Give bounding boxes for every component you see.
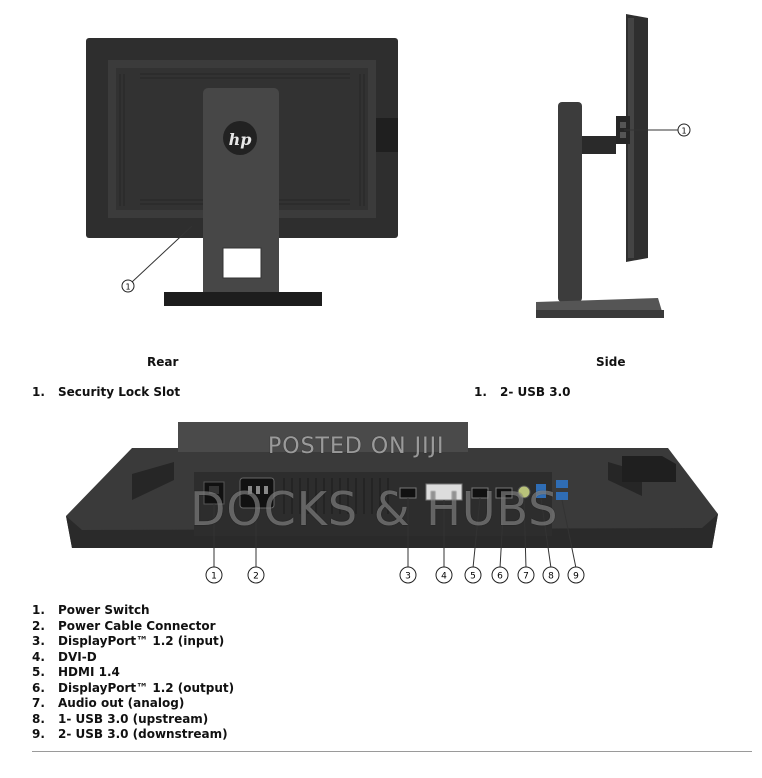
bottom-divider [32, 751, 752, 752]
bottom-callout-4: 4 [441, 572, 447, 582]
bottom-callout-6: 6 [497, 572, 503, 582]
watermark-line-2: DOCKS & HUBS [190, 482, 559, 536]
rear-callout-1 [121, 279, 135, 293]
usb-downstream-icon-a [556, 480, 568, 488]
list-item: 8. 1- USB 3.0 (upstream) [32, 712, 234, 728]
hp-logo-icon [223, 121, 257, 155]
side-item-1: 1. 2- USB 3.0 [474, 385, 570, 399]
list-item-text: DVI-D [58, 649, 97, 664]
side-stand-column [558, 102, 582, 302]
list-item: 1. Power Switch [32, 603, 234, 619]
list-item: 6. DisplayPort™ 1.2 (output) [32, 681, 234, 697]
side-item-text: 2- USB 3.0 [500, 385, 571, 399]
side-callout-1 [677, 123, 691, 137]
bottom-callout-9: 9 [573, 572, 579, 582]
list-item-text: Power Switch [58, 603, 150, 617]
list-item: 4. DVI-D [32, 650, 234, 666]
side-item-num: 1. [474, 385, 487, 399]
rear-callout-1-label: 1 [125, 283, 130, 292]
usb-downstream-icon-b [556, 492, 568, 500]
rear-caption: Rear [147, 355, 179, 369]
rear-stand-column [203, 88, 279, 298]
list-item-num: 5. [32, 665, 45, 679]
list-item-text: 1- USB 3.0 (upstream) [58, 711, 209, 726]
list-item-num: 1. [32, 603, 45, 617]
side-usb-bump [616, 116, 630, 144]
list-item-num: 4. [32, 649, 45, 664]
usb-upstream-icon [536, 484, 546, 498]
rear-item-num: 1. [32, 385, 45, 399]
list-item-num: 8. [32, 711, 45, 726]
rear-view-figure: hp 1 [86, 38, 398, 306]
rear-item-1: 1. Security Lock Slot [32, 385, 180, 399]
list-item-num: 6. [32, 680, 45, 695]
rear-stand-base [164, 292, 322, 306]
watermark-line-1: POSTED ON JIJI [268, 434, 445, 459]
list-item-text: Audio out (analog) [58, 696, 185, 710]
bottom-callout-2: 2 [253, 572, 259, 582]
bottom-callout-3: 3 [405, 572, 411, 582]
bottom-callout-1: 1 [211, 572, 217, 582]
list-item-num: 7. [32, 696, 45, 710]
rear-side-port-bump [376, 118, 398, 152]
bottom-callout-5: 5 [470, 572, 476, 582]
hp-logo-text: hp [229, 130, 252, 149]
list-item-text: Power Cable Connector [58, 618, 216, 633]
list-item: 5. HDMI 1.4 [32, 665, 234, 681]
bottom-callout-7: 7 [523, 572, 529, 582]
side-view-figure: 1 [536, 14, 691, 318]
list-item: 9. 2- USB 3.0 (downstream) [32, 727, 234, 743]
list-item-text: 2- USB 3.0 (downstream) [58, 727, 228, 741]
list-item-num: 9. [32, 727, 45, 741]
side-caption: Side [596, 355, 626, 369]
side-callout-1-label: 1 [681, 127, 686, 136]
bottom-port-list: 1. Power Switch 2. Power Cable Connector 3… [32, 603, 234, 743]
list-item: 3. DisplayPort™ 1.2 (input) [32, 634, 234, 650]
list-item-num: 2. [32, 618, 45, 633]
list-item-text: HDMI 1.4 [58, 665, 120, 679]
list-item: 2. Power Cable Connector [32, 619, 234, 635]
list-item: 7. Audio out (analog) [32, 696, 234, 712]
list-item-num: 3. [32, 634, 45, 648]
list-item-text: DisplayPort™ 1.2 (input) [58, 634, 225, 648]
bottom-callout-8: 8 [548, 572, 554, 582]
list-item-text: DisplayPort™ 1.2 (output) [58, 680, 235, 695]
bottom-view-figure: 1 2 3 4 5 6 7 8 9 [66, 422, 718, 584]
rear-item-text: Security Lock Slot [58, 385, 181, 399]
